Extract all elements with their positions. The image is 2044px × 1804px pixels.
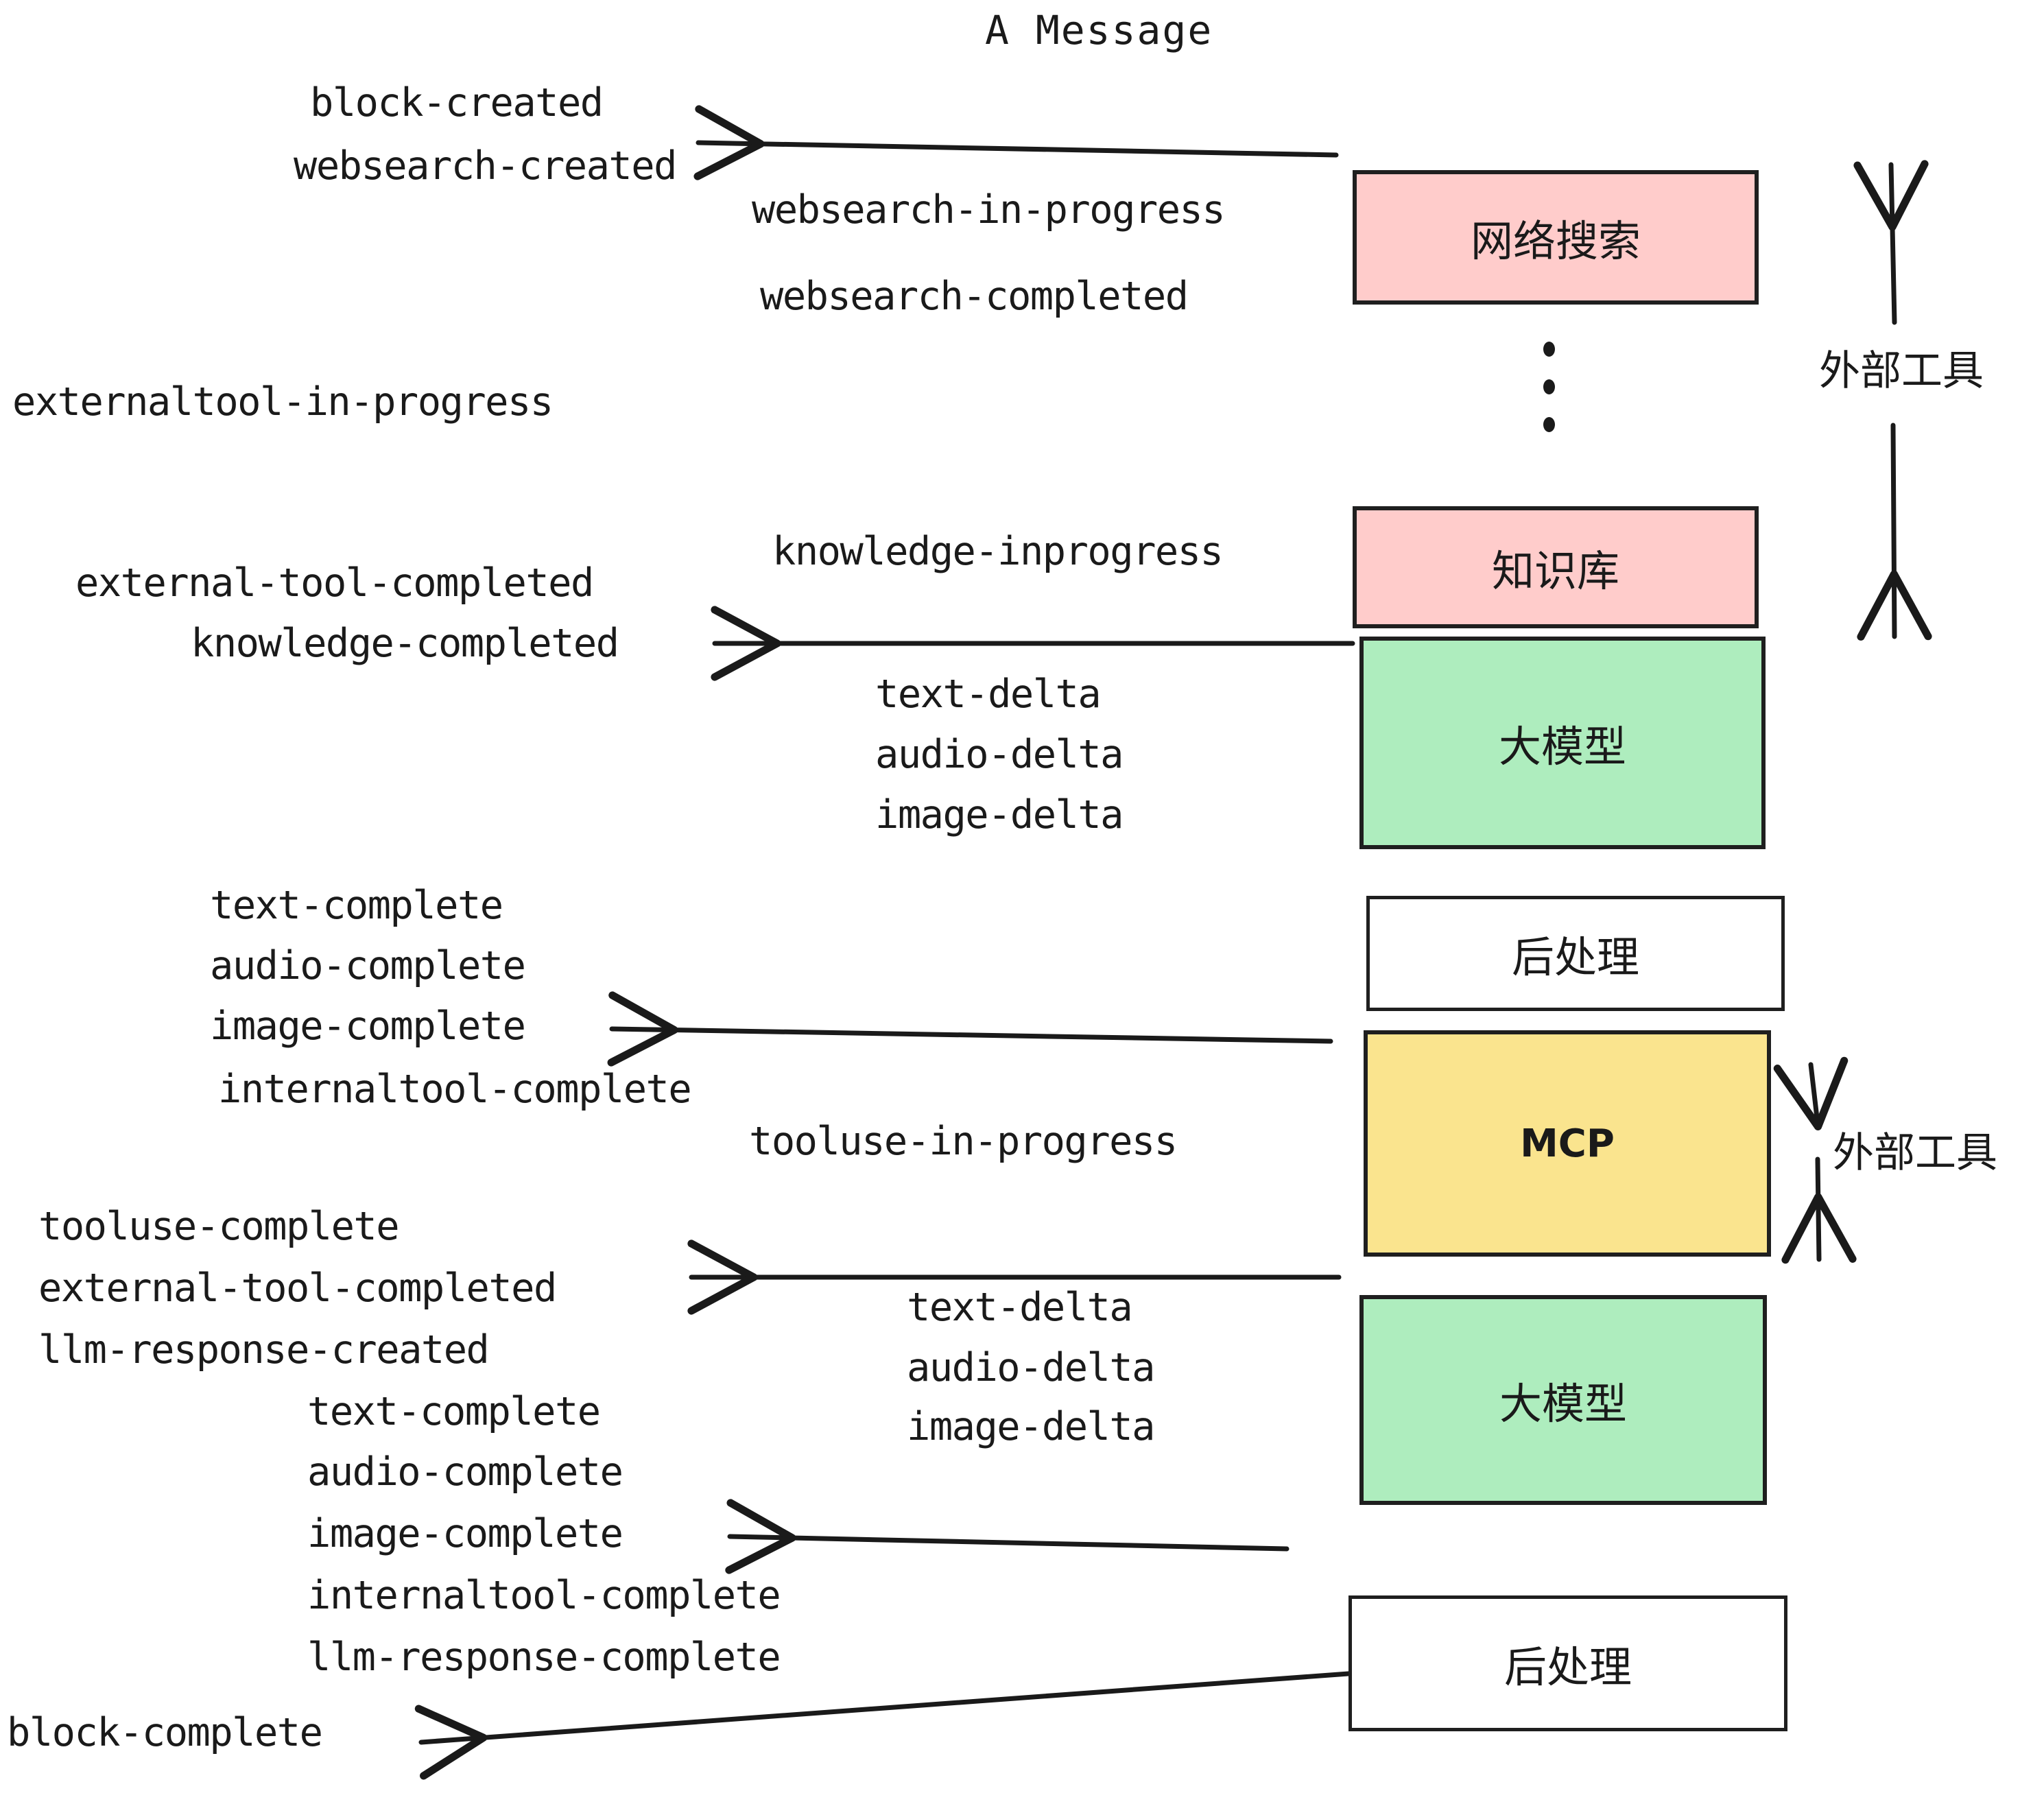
event-label-knowledge-completed: knowledge-completed [191, 621, 619, 666]
event-label-block-created: block-created [310, 80, 604, 126]
event-label-externaltool-in-progress: externaltool-in-progress [12, 379, 554, 425]
event-label-block-complete: block-complete [7, 1710, 323, 1755]
node-websearch-label: 网络搜索 [1470, 216, 1641, 266]
event-label-websearch-completed: websearch-completed [760, 274, 1189, 319]
node-llm-first[interactable]: 大模型 [1359, 637, 1766, 849]
event-label-text-complete-1: text-complete [210, 883, 503, 928]
node-llm-first-label: 大模型 [1498, 722, 1626, 772]
event-label-image-delta-2: image-delta [907, 1404, 1156, 1449]
event-label-image-complete-2: image-complete [307, 1511, 623, 1556]
event-label-internaltool-complete-2: internaltool-complete [307, 1573, 781, 1618]
external-tools-label-top: 外部工具 [1819, 347, 1984, 395]
arrow-mcp-to-imagecomplete [607, 991, 1333, 1067]
external-tools-up-arrow-top [1853, 160, 1929, 325]
event-label-image-delta-1: image-delta [875, 792, 1124, 838]
event-label-external-tool-completed-1: external-tool-completed [75, 560, 594, 606]
node-llm-second-label: 大模型 [1499, 1379, 1627, 1429]
event-label-text-delta-1: text-delta [875, 672, 1102, 717]
node-knowledge-base[interactable]: 知识库 [1353, 506, 1759, 628]
arrow-llm2-to-audiocomplete [725, 1499, 1290, 1574]
event-label-llm-response-complete: llm-response-complete [307, 1635, 781, 1680]
node-mcp[interactable]: MCP [1364, 1030, 1771, 1257]
external-tools-range-mcp [1773, 1056, 1857, 1264]
event-label-internaltool-complete-1: internaltool-complete [218, 1067, 692, 1112]
arrow-postprocess2-to-blockcomplete [414, 1671, 1351, 1780]
event-label-audio-complete-2: audio-complete [307, 1449, 623, 1495]
event-label-websearch-in-progress: websearch-in-progress [752, 187, 1226, 233]
event-label-audio-delta-2: audio-delta [907, 1345, 1156, 1390]
event-label-llm-response-created: llm-response-created [38, 1327, 490, 1373]
event-label-image-complete-1: image-complete [210, 1004, 526, 1049]
external-tools-down-arrow-mcp [1781, 1156, 1857, 1264]
node-llm-second[interactable]: 大模型 [1359, 1295, 1767, 1505]
external-tools-range-top [1853, 160, 1932, 641]
vertical-ellipsis [1542, 342, 1556, 432]
event-label-websearch-created: websearch-created [294, 143, 677, 189]
node-postprocess-second-label: 后处理 [1504, 1642, 1632, 1692]
event-label-tooluse-complete: tooluse-complete [38, 1204, 400, 1249]
node-postprocess-first[interactable]: 后处理 [1366, 896, 1785, 1011]
node-knowledge-base-label: 知识库 [1491, 546, 1619, 596]
node-postprocess-first-label: 后处理 [1511, 932, 1639, 982]
external-tools-label-mcp: 外部工具 [1833, 1129, 1997, 1177]
event-label-audio-delta-1: audio-delta [875, 732, 1124, 777]
external-tools-up-arrow-mcp [1773, 1056, 1849, 1130]
event-label-text-delta-2: text-delta [907, 1285, 1133, 1330]
event-label-knowledge-inprogress: knowledge-inprogress [772, 529, 1224, 574]
event-arrows [414, 105, 1355, 1780]
arrow-websearch-to-blockcreated [693, 105, 1339, 180]
event-label-text-complete-2: text-complete [307, 1389, 601, 1434]
node-postprocess-second[interactable]: 后处理 [1348, 1595, 1787, 1731]
event-label-external-tool-completed-2: external-tool-completed [38, 1266, 557, 1311]
event-label-audio-complete-1: audio-complete [210, 943, 526, 988]
ellipsis-dot [1543, 417, 1555, 432]
ellipsis-dot [1543, 379, 1555, 394]
node-websearch[interactable]: 网络搜索 [1353, 170, 1759, 305]
external-tools-down-arrow-top [1857, 423, 1932, 641]
node-mcp-label: MCP [1520, 1121, 1615, 1166]
ellipsis-dot [1543, 342, 1555, 357]
event-label-tooluse-in-progress: tooluse-in-progress [749, 1119, 1178, 1164]
page-title: A Message [985, 7, 1213, 54]
